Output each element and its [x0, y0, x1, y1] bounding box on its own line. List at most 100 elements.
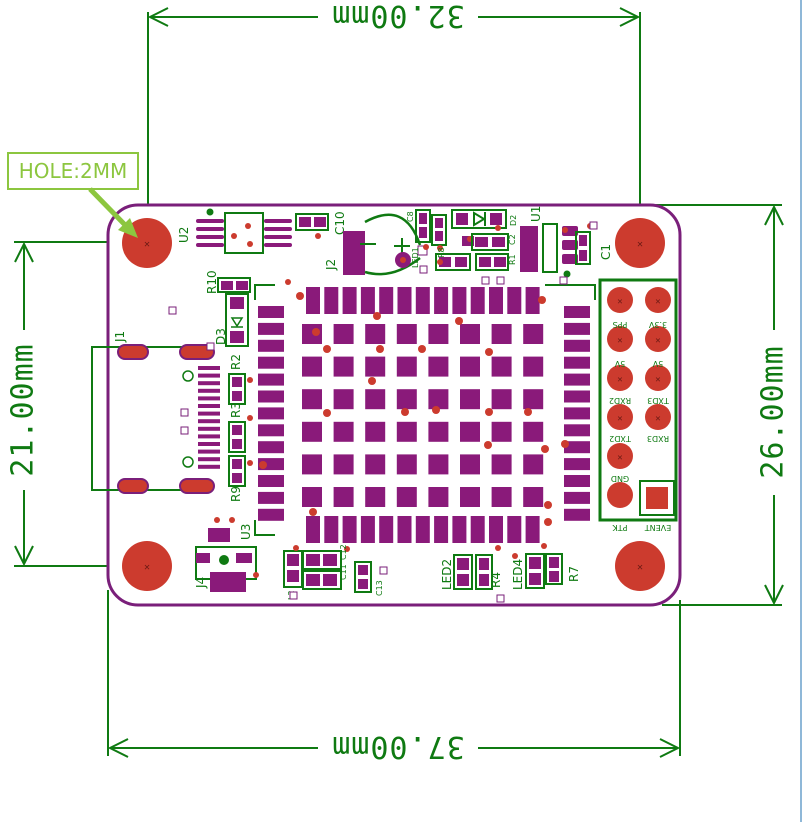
header-pin — [645, 404, 671, 430]
via — [544, 501, 552, 509]
u1-label: U1 — [529, 206, 543, 222]
module-pad — [258, 424, 284, 437]
module-pad — [564, 390, 590, 403]
pin-label-5v-left: 5V — [614, 359, 625, 368]
module-grid-pad — [333, 356, 354, 377]
dimension-left-label: 21.00mm — [6, 343, 41, 476]
module-pad — [564, 322, 590, 335]
module-bottom-pads — [306, 516, 540, 543]
module-pad — [434, 516, 449, 543]
module-grid-pad — [523, 421, 544, 442]
via — [373, 312, 381, 320]
pin-label-5v-right: 5V — [652, 359, 663, 368]
module-grid-pad — [302, 487, 322, 507]
module-pad — [525, 516, 540, 543]
via — [296, 292, 304, 300]
r2-label: R2 — [229, 354, 243, 370]
via — [561, 440, 569, 448]
mounting-hole-bottom-right: ✕ — [615, 541, 665, 591]
module-grid-pad — [428, 454, 449, 475]
header-pin-mark: ✕ — [617, 453, 622, 463]
pin-label-rxd3: RXD3 — [647, 434, 669, 443]
header-pin-mark: ✕ — [617, 297, 622, 307]
j1-signal-pins — [198, 366, 220, 469]
r7-label: R7 — [567, 566, 581, 582]
header-pin — [645, 326, 671, 352]
led1-label: LED1 — [411, 247, 420, 268]
led2-label: LED2 — [440, 559, 454, 590]
usb-pin — [198, 442, 220, 446]
header-pin-mark: ✕ — [655, 297, 660, 307]
header-pin-mark: ✕ — [617, 414, 622, 424]
module-grid-pad — [396, 454, 417, 475]
c8-label: C8 — [406, 211, 415, 222]
module-pad — [306, 287, 320, 314]
module-pad — [258, 390, 284, 403]
c8-r8-cluster — [415, 209, 447, 256]
module-pad — [258, 373, 284, 386]
module-grid-pad — [302, 421, 322, 442]
module-grid-pad — [460, 324, 480, 344]
via — [323, 409, 331, 417]
module-grid-pad — [491, 324, 512, 344]
dimension-right — [640, 204, 784, 606]
c10-label: C10 — [333, 211, 347, 235]
pin-label-rxd2: RXD2 — [609, 396, 631, 405]
module-pad — [564, 508, 590, 521]
via — [485, 408, 493, 416]
module-grid-pad — [523, 454, 544, 475]
module-pad — [564, 306, 590, 318]
via — [524, 408, 532, 416]
module-grid-pads — [302, 324, 544, 507]
header-pin-mark: ✕ — [617, 375, 622, 385]
j2-label: J2 — [324, 259, 338, 271]
header-pin — [607, 365, 633, 391]
module-pad — [507, 516, 522, 543]
module-pad — [507, 287, 522, 314]
pin-label-3v3: 3.3V — [648, 320, 667, 329]
j1-usb-connector — [91, 344, 220, 494]
module-grid-pad — [460, 356, 480, 377]
module-top-pads — [306, 287, 540, 314]
module-grid-pad — [428, 421, 449, 442]
module-grid-pad — [396, 389, 417, 410]
u2-label: U2 — [177, 227, 191, 243]
c10-component — [295, 213, 329, 239]
module-grid-pad — [365, 389, 386, 410]
header-pin — [607, 404, 633, 430]
header-pin-mark: ✕ — [617, 336, 622, 346]
r3-label: R3 — [229, 402, 243, 418]
mounting-hole-top-right: ✕ — [615, 218, 665, 268]
module-pad — [258, 407, 284, 420]
pin-label-ptk: PTK — [612, 523, 628, 532]
module-grid-pad — [365, 454, 386, 475]
header-pin — [645, 287, 671, 313]
module-right-pads — [564, 306, 590, 521]
via — [368, 377, 376, 385]
module-pad — [397, 287, 412, 314]
j4-label: J4 — [194, 577, 208, 589]
module-grid-pad — [333, 454, 354, 475]
module-grid-pad — [365, 356, 386, 377]
header-pin — [607, 482, 633, 508]
via — [432, 406, 440, 414]
via — [538, 296, 546, 304]
module-pad — [564, 373, 590, 386]
c2-r1-cluster — [435, 225, 509, 271]
d3-label: D3 — [214, 328, 228, 345]
module-grid-pad — [491, 389, 512, 410]
module-pad — [342, 516, 357, 543]
usb-pin — [198, 434, 220, 439]
module-grid-pad — [428, 487, 449, 507]
module-grid-pad — [365, 487, 386, 507]
svg-text:✕: ✕ — [637, 562, 643, 573]
via — [484, 441, 492, 449]
module-grid-pad — [428, 389, 449, 410]
module-grid-pad — [460, 487, 480, 507]
usb-pin — [198, 404, 220, 408]
module-pad — [379, 287, 394, 314]
main-module — [254, 284, 596, 543]
header-pin — [607, 443, 633, 469]
module-pad — [306, 516, 320, 543]
r9-label: R9 — [229, 486, 243, 502]
